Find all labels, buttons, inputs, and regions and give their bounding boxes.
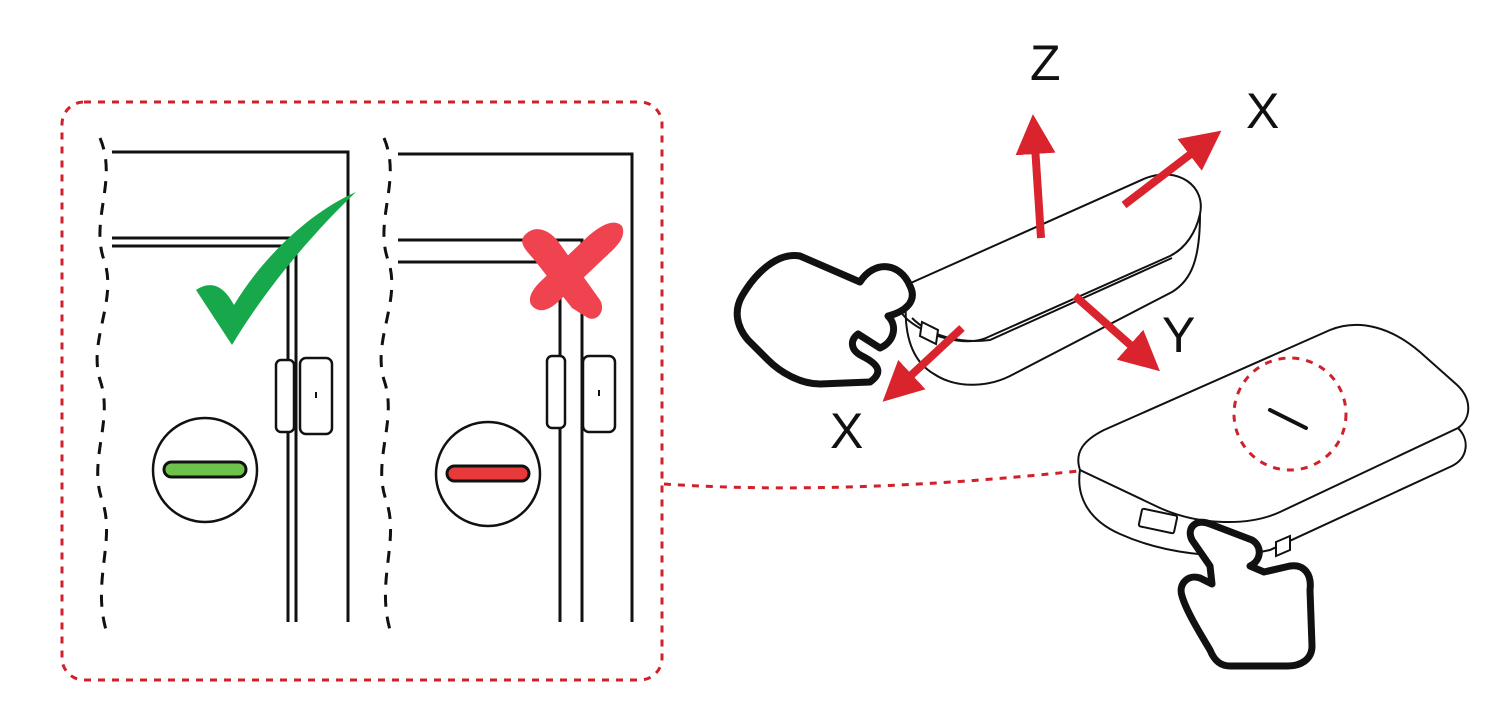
wall-break-line — [379, 137, 394, 631]
panel-correct — [95, 137, 356, 631]
sensor-body-side — [904, 213, 1201, 386]
indicator-led-green — [162, 460, 248, 479]
door-sensor-device — [896, 173, 1202, 386]
door-frame — [112, 150, 350, 622]
hub-device — [1077, 323, 1470, 558]
check-icon — [196, 192, 356, 345]
magnet-part — [545, 354, 567, 430]
magnet-part — [274, 358, 296, 434]
y-axis-arrow — [1072, 293, 1160, 372]
pinching-hand-icon — [733, 252, 916, 388]
hub-body-side — [1078, 427, 1467, 557]
z-axis-arrow — [1015, 114, 1056, 239]
z-axis-label: Z — [1030, 35, 1061, 91]
door-top-line — [398, 238, 584, 622]
x-axis-label-bottom: X — [830, 403, 863, 459]
panel-incorrect — [379, 137, 634, 631]
sensor-body-top — [896, 173, 1202, 343]
hub-body-top — [1077, 323, 1470, 523]
hub-led-highlight — [1232, 356, 1348, 472]
x-axis-arrow-top — [1121, 130, 1222, 209]
wall-break-line — [95, 137, 110, 631]
y-axis-label: Y — [1162, 307, 1195, 363]
cross-icon — [522, 222, 624, 319]
door-frame — [398, 152, 634, 622]
pointing-hand-icon — [1177, 518, 1316, 670]
callout-box — [60, 100, 664, 682]
x-axis-label-top: X — [1246, 83, 1279, 139]
x-axis-arrow-bottom — [882, 325, 965, 402]
hub-led-slot — [1268, 408, 1308, 430]
indicator-led-red — [445, 464, 531, 483]
